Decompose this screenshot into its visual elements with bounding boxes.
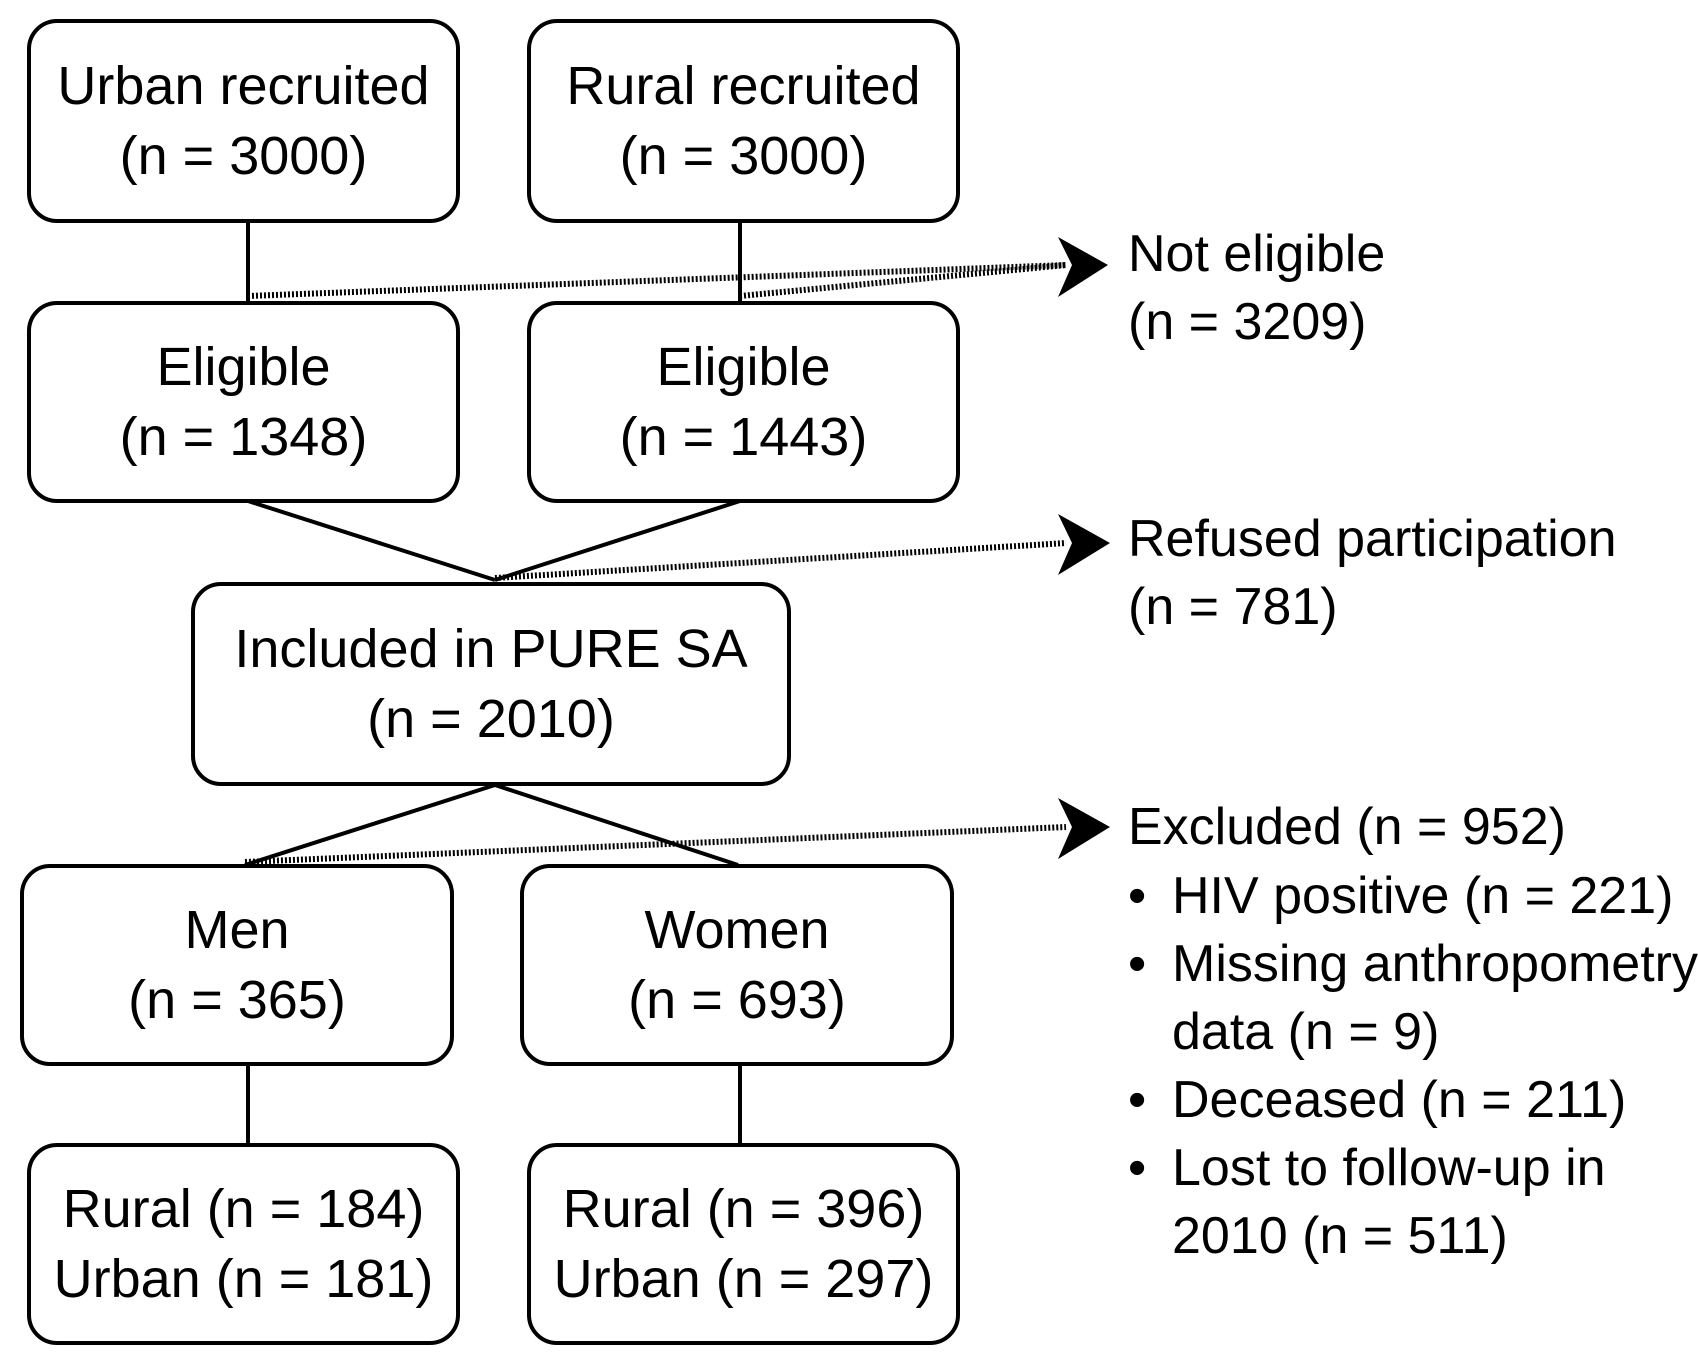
connector-included-to-women	[494, 783, 739, 867]
excluded-reasons-list: HIV positive (n = 221) Missing anthropom…	[1128, 862, 1698, 1270]
box-eligible-urban: Eligible (n = 1348)	[27, 301, 460, 503]
excluded-reason-deceased: Deceased (n = 211)	[1172, 1071, 1627, 1129]
box-urban-recruited-title: Urban recruited	[57, 56, 430, 116]
box-urban-recruited-count: (n = 3000)	[119, 126, 368, 186]
box-rural-recruited-title: Rural recruited	[566, 56, 921, 116]
note-not-eligible-title: Not eligible	[1128, 225, 1386, 283]
box-urban-recruited: Urban recruited (n = 3000)	[27, 19, 460, 223]
box-women: Women (n = 693)	[520, 864, 954, 1066]
box-women-split-urban: Urban (n = 297)	[553, 1249, 934, 1309]
box-rural-recruited: Rural recruited (n = 3000)	[527, 19, 960, 223]
box-eligible-rural-title: Eligible	[656, 337, 831, 397]
arrow-not-eligible	[247, 237, 1108, 299]
note-excluded-title: Excluded (n = 952)	[1128, 798, 1566, 856]
box-men: Men (n = 365)	[20, 864, 454, 1066]
box-rural-recruited-count: (n = 3000)	[619, 126, 868, 186]
note-refused-count: (n = 781)	[1128, 578, 1338, 636]
excluded-reason-item: Missing anthropometry data (n = 9)	[1128, 930, 1698, 1066]
box-included-title: Included in PURE SA	[234, 619, 748, 679]
note-not-eligible-count: (n = 3209)	[1128, 293, 1367, 351]
box-men-split: Rural (n = 184) Urban (n = 181)	[27, 1143, 460, 1345]
excluded-reason-hiv: HIV positive (n = 221)	[1172, 867, 1674, 925]
box-men-split-rural: Rural (n = 184)	[62, 1179, 425, 1239]
note-refused: Refused participation (n = 781)	[1128, 505, 1617, 641]
box-eligible-rural-count: (n = 1443)	[619, 407, 868, 467]
box-men-count: (n = 365)	[128, 970, 346, 1030]
connector-eligible-urban-to-included	[247, 499, 496, 582]
box-included-count: (n = 2010)	[367, 689, 615, 749]
connector-included-to-men	[244, 783, 496, 867]
box-eligible-urban-count: (n = 1348)	[119, 407, 368, 467]
box-men-split-urban: Urban (n = 181)	[53, 1249, 434, 1309]
arrow-excluded	[244, 798, 1110, 865]
box-eligible-rural: Eligible (n = 1443)	[527, 301, 960, 503]
excluded-reason-item: HIV positive (n = 221)	[1128, 862, 1698, 930]
note-refused-title: Refused participation	[1128, 510, 1617, 568]
arrow-refused	[494, 514, 1110, 581]
box-eligible-urban-title: Eligible	[156, 337, 331, 397]
box-women-split: Rural (n = 396) Urban (n = 297)	[527, 1143, 960, 1345]
box-women-split-rural: Rural (n = 396)	[562, 1179, 925, 1239]
box-included: Included in PURE SA (n = 2010)	[191, 582, 791, 786]
excluded-reason-item: Deceased (n = 211)	[1128, 1066, 1698, 1134]
excluded-reason-item: Lost to follow-up in 2010 (n = 511)	[1128, 1134, 1698, 1270]
box-women-count: (n = 693)	[628, 970, 846, 1030]
excluded-reason-missing-line2: data (n = 9)	[1172, 1003, 1440, 1061]
connector-eligible-rural-to-included	[494, 499, 741, 582]
note-not-eligible: Not eligible (n = 3209)	[1128, 220, 1385, 356]
box-men-title: Men	[184, 900, 290, 960]
box-women-title: Women	[644, 900, 830, 960]
excluded-reason-lost-line1: Lost to follow-up in	[1172, 1139, 1606, 1197]
excluded-reason-lost-line2: 2010 (n = 511)	[1172, 1207, 1508, 1265]
excluded-reason-missing-line1: Missing anthropometry	[1172, 935, 1698, 993]
